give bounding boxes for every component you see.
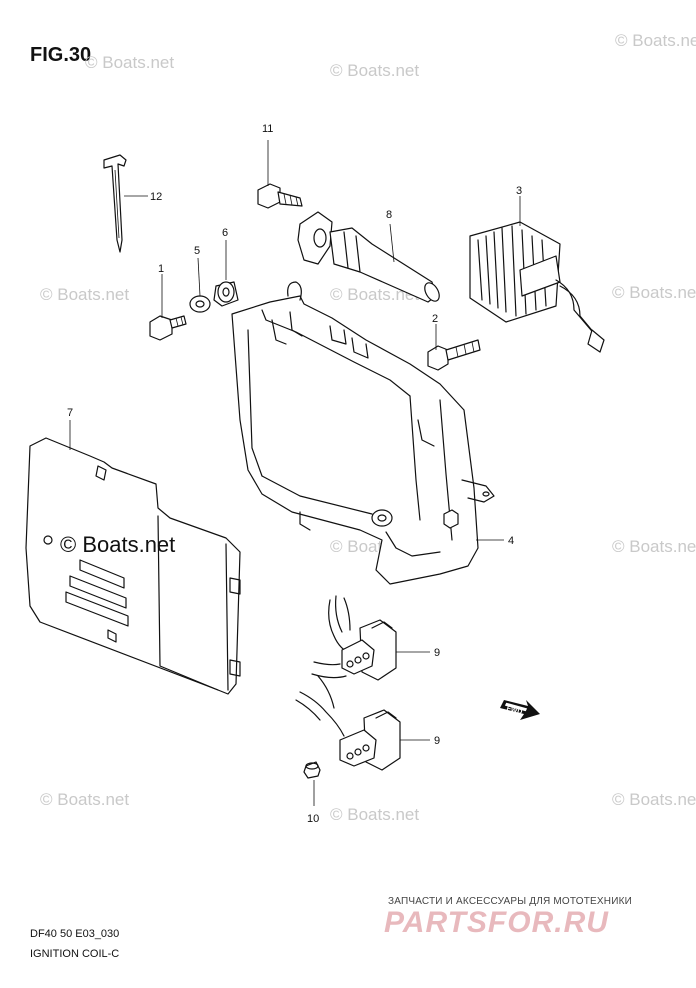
callout-12: 12 [150,191,162,203]
part-9-upper [311,595,397,681]
watermark-cover-text: © Boats.net [60,532,175,557]
part-8-ignition-coil [297,211,440,303]
part-6-grommet [213,281,239,307]
callout-1: 1 [158,263,164,275]
callout-7: 7 [67,407,73,419]
promo-tagline: ЗАПЧАСТИ И АКСЕССУАРЫ ДЛЯ МОТОТЕХНИКИ [388,896,633,907]
watermark-text: © Boats.net [612,537,696,556]
part-3-rectifier [469,221,605,353]
part-11-bolt [257,183,303,209]
leader-lines [69,140,521,806]
watermark-text: © Boats.net [40,790,129,809]
section-title: IGNITION COIL-C [30,948,120,960]
part-2-bolt [427,339,481,371]
fwd-arrow-icon: FWD [500,700,540,720]
callout-8: 8 [386,209,392,221]
watermark-text: © Boats.net [615,31,696,50]
callout-6: 6 [222,227,228,239]
watermark-text: © Boats.net [330,61,419,80]
callout-numbers: 1 2 3 4 5 6 7 8 9 9 10 11 12 [67,123,522,825]
figure-title: FIG.30 [30,44,92,66]
fwd-label: FWD [506,705,523,716]
callout-11: 11 [262,123,273,135]
callout-9-upper: 9 [434,647,440,659]
model-code: DF40 50 E03_030 [30,928,120,940]
callout-3: 3 [516,185,522,197]
watermark-text: © Boats.net [612,790,696,809]
watermark-text: © Boats.net [330,285,419,304]
callout-5: 5 [194,245,200,257]
promo-logo: PARTSFOR.RU [384,906,609,939]
part-9-lower [295,675,401,771]
callout-10: 10 [307,813,319,825]
part-12-pin [103,154,127,253]
part-1-bolt [149,315,187,341]
part-7-cover: © Boats.net [25,437,241,695]
watermark-text: © Boats.net [85,53,174,72]
watermark-text: © Boats.net [40,285,129,304]
watermark-text: © Boats.net [612,283,696,302]
part-5-washer [189,295,211,313]
callout-9-lower: 9 [434,735,440,747]
watermarks: © Boats.net © Boats.net © Boats.net © Bo… [40,31,696,824]
callout-2: 2 [432,313,438,325]
part-4-bracket [231,281,495,585]
watermark-text: © Boats.net [330,805,419,824]
callout-4: 4 [508,535,514,547]
part-10-cap [303,761,321,779]
